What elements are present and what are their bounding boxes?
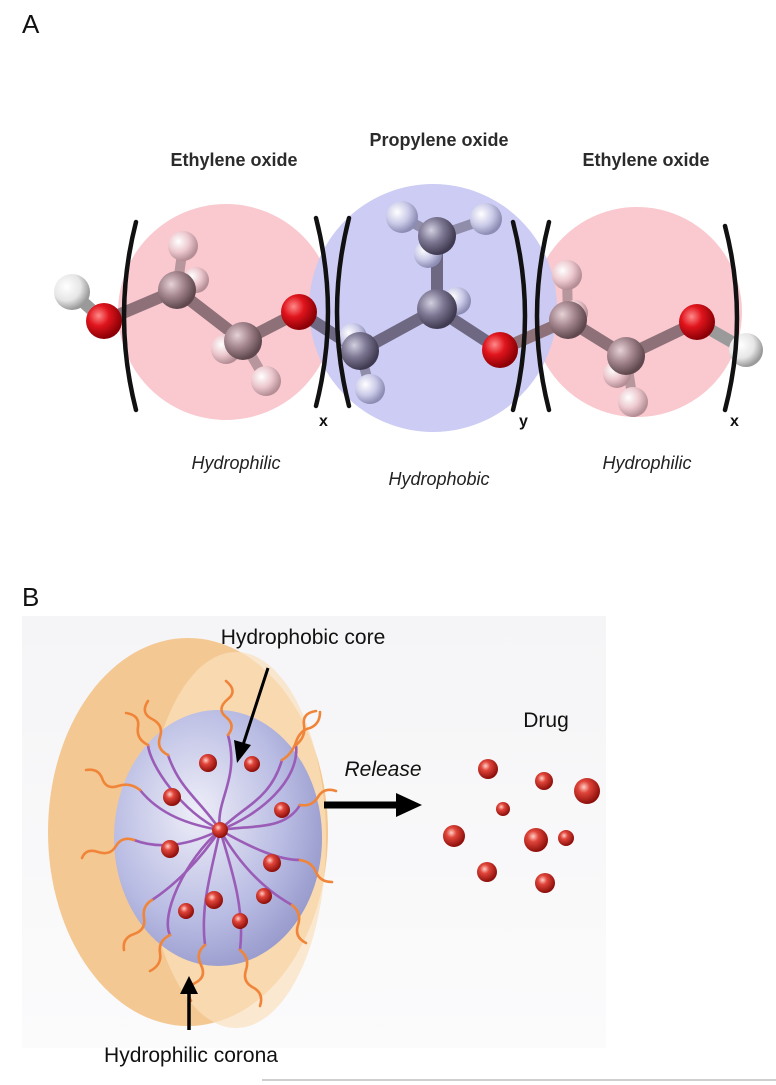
drug-particle [524, 828, 548, 852]
carbon-atom [549, 301, 587, 339]
repeat-brackets [121, 215, 740, 413]
released-drug [443, 759, 600, 893]
drug-particle [496, 802, 510, 816]
drug-particle [161, 840, 179, 858]
subscript-x-2: x [730, 413, 739, 430]
bracket-close-2 [510, 219, 528, 413]
carbon-atom [418, 217, 456, 255]
drug-particle [232, 913, 248, 929]
hydrogen-atom [552, 260, 582, 290]
oxygen-atom [281, 294, 317, 330]
molecule-atoms [54, 201, 763, 417]
hydrogen-atom [386, 201, 418, 233]
hydrogen-atom [470, 203, 502, 235]
bracket-open-3 [534, 219, 552, 413]
hydrogen-atom [54, 274, 90, 310]
drug-label: Drug [523, 709, 569, 732]
drug-particle [212, 822, 228, 838]
ethylene-region-left [118, 204, 334, 420]
drug-particle [244, 756, 260, 772]
oxygen-atom [679, 304, 715, 340]
drug-particle [163, 788, 181, 806]
drug-particle [574, 778, 600, 804]
subscript-y: y [519, 413, 528, 430]
drug-particle [443, 825, 465, 847]
drug-particle [274, 802, 290, 818]
hydrogen-atom [618, 387, 648, 417]
group-2-title: Propylene oxide [369, 130, 508, 150]
drug-particle [478, 759, 498, 779]
drug-particle [535, 772, 553, 790]
group-1-property: Hydrophilic [191, 453, 280, 473]
carbon-atom [417, 289, 457, 329]
core-chains [132, 733, 302, 952]
panel-b-label: B [22, 582, 39, 612]
hydrophilic-corona-label: Hydrophilic corona [104, 1044, 278, 1067]
drug-particle [263, 854, 281, 872]
group-3-title: Ethylene oxide [582, 150, 709, 170]
carbon-atom [607, 337, 645, 375]
core-pointer-arrow [234, 667, 270, 763]
hydrogen-atom [168, 231, 198, 261]
oxygen-atom [482, 332, 518, 368]
bracket-open-2 [334, 215, 352, 409]
bracket-close-3 [722, 223, 740, 413]
drug-particle [477, 862, 497, 882]
group-1-title: Ethylene oxide [170, 150, 297, 170]
release-label: Release [344, 758, 421, 781]
micelle [48, 638, 338, 1028]
carbon-atom [341, 332, 379, 370]
corona-pointer-arrow [180, 976, 198, 1030]
bracket-close-1 [313, 215, 331, 409]
drug-particle [256, 888, 272, 904]
drug-particle [558, 830, 574, 846]
release-arrow [324, 793, 422, 817]
ethylene-region-right [532, 207, 742, 417]
carbon-atom [224, 322, 262, 360]
drug-particle [178, 903, 194, 919]
bracket-left-open [121, 219, 139, 413]
panel-a-label: A [22, 9, 40, 39]
subscript-x-1: x [319, 413, 328, 430]
hydrophobic-core-label: Hydrophobic core [221, 626, 386, 649]
carbon-atom [158, 271, 196, 309]
encapsulated-drug [161, 754, 290, 929]
hydrogen-atom [251, 366, 281, 396]
drug-particle [535, 873, 555, 893]
corona-chains [80, 679, 338, 1008]
oxygen-atom [86, 303, 122, 339]
drug-particle [199, 754, 217, 772]
hydrogen-atom [355, 374, 385, 404]
drug-particle [205, 891, 223, 909]
group-2-property: Hydrophobic [388, 469, 489, 489]
group-3-property: Hydrophilic [602, 453, 691, 473]
